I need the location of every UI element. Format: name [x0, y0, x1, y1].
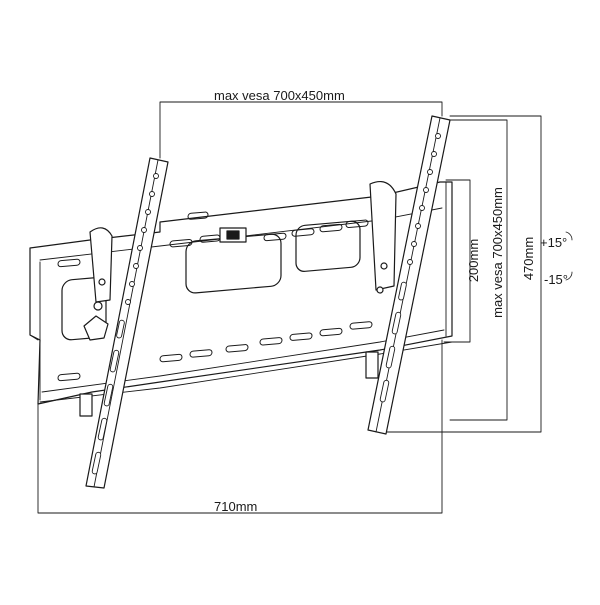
tilt-up-label: +15°: [540, 235, 568, 250]
vesa-top-label: max vesa 700x450mm: [214, 88, 345, 103]
overall-height-label: 470mm: [521, 236, 537, 281]
vesa-side-label: max vesa 700x450mm: [489, 187, 505, 318]
width-label: 710mm: [214, 499, 258, 514]
right-tilt-arm: [365, 115, 451, 435]
dimension-lines: [37, 101, 573, 514]
tilt-down-label: -15°: [544, 272, 568, 287]
left-tilt-arm: [79, 157, 169, 489]
plate-height-label: 200mm: [466, 238, 482, 283]
